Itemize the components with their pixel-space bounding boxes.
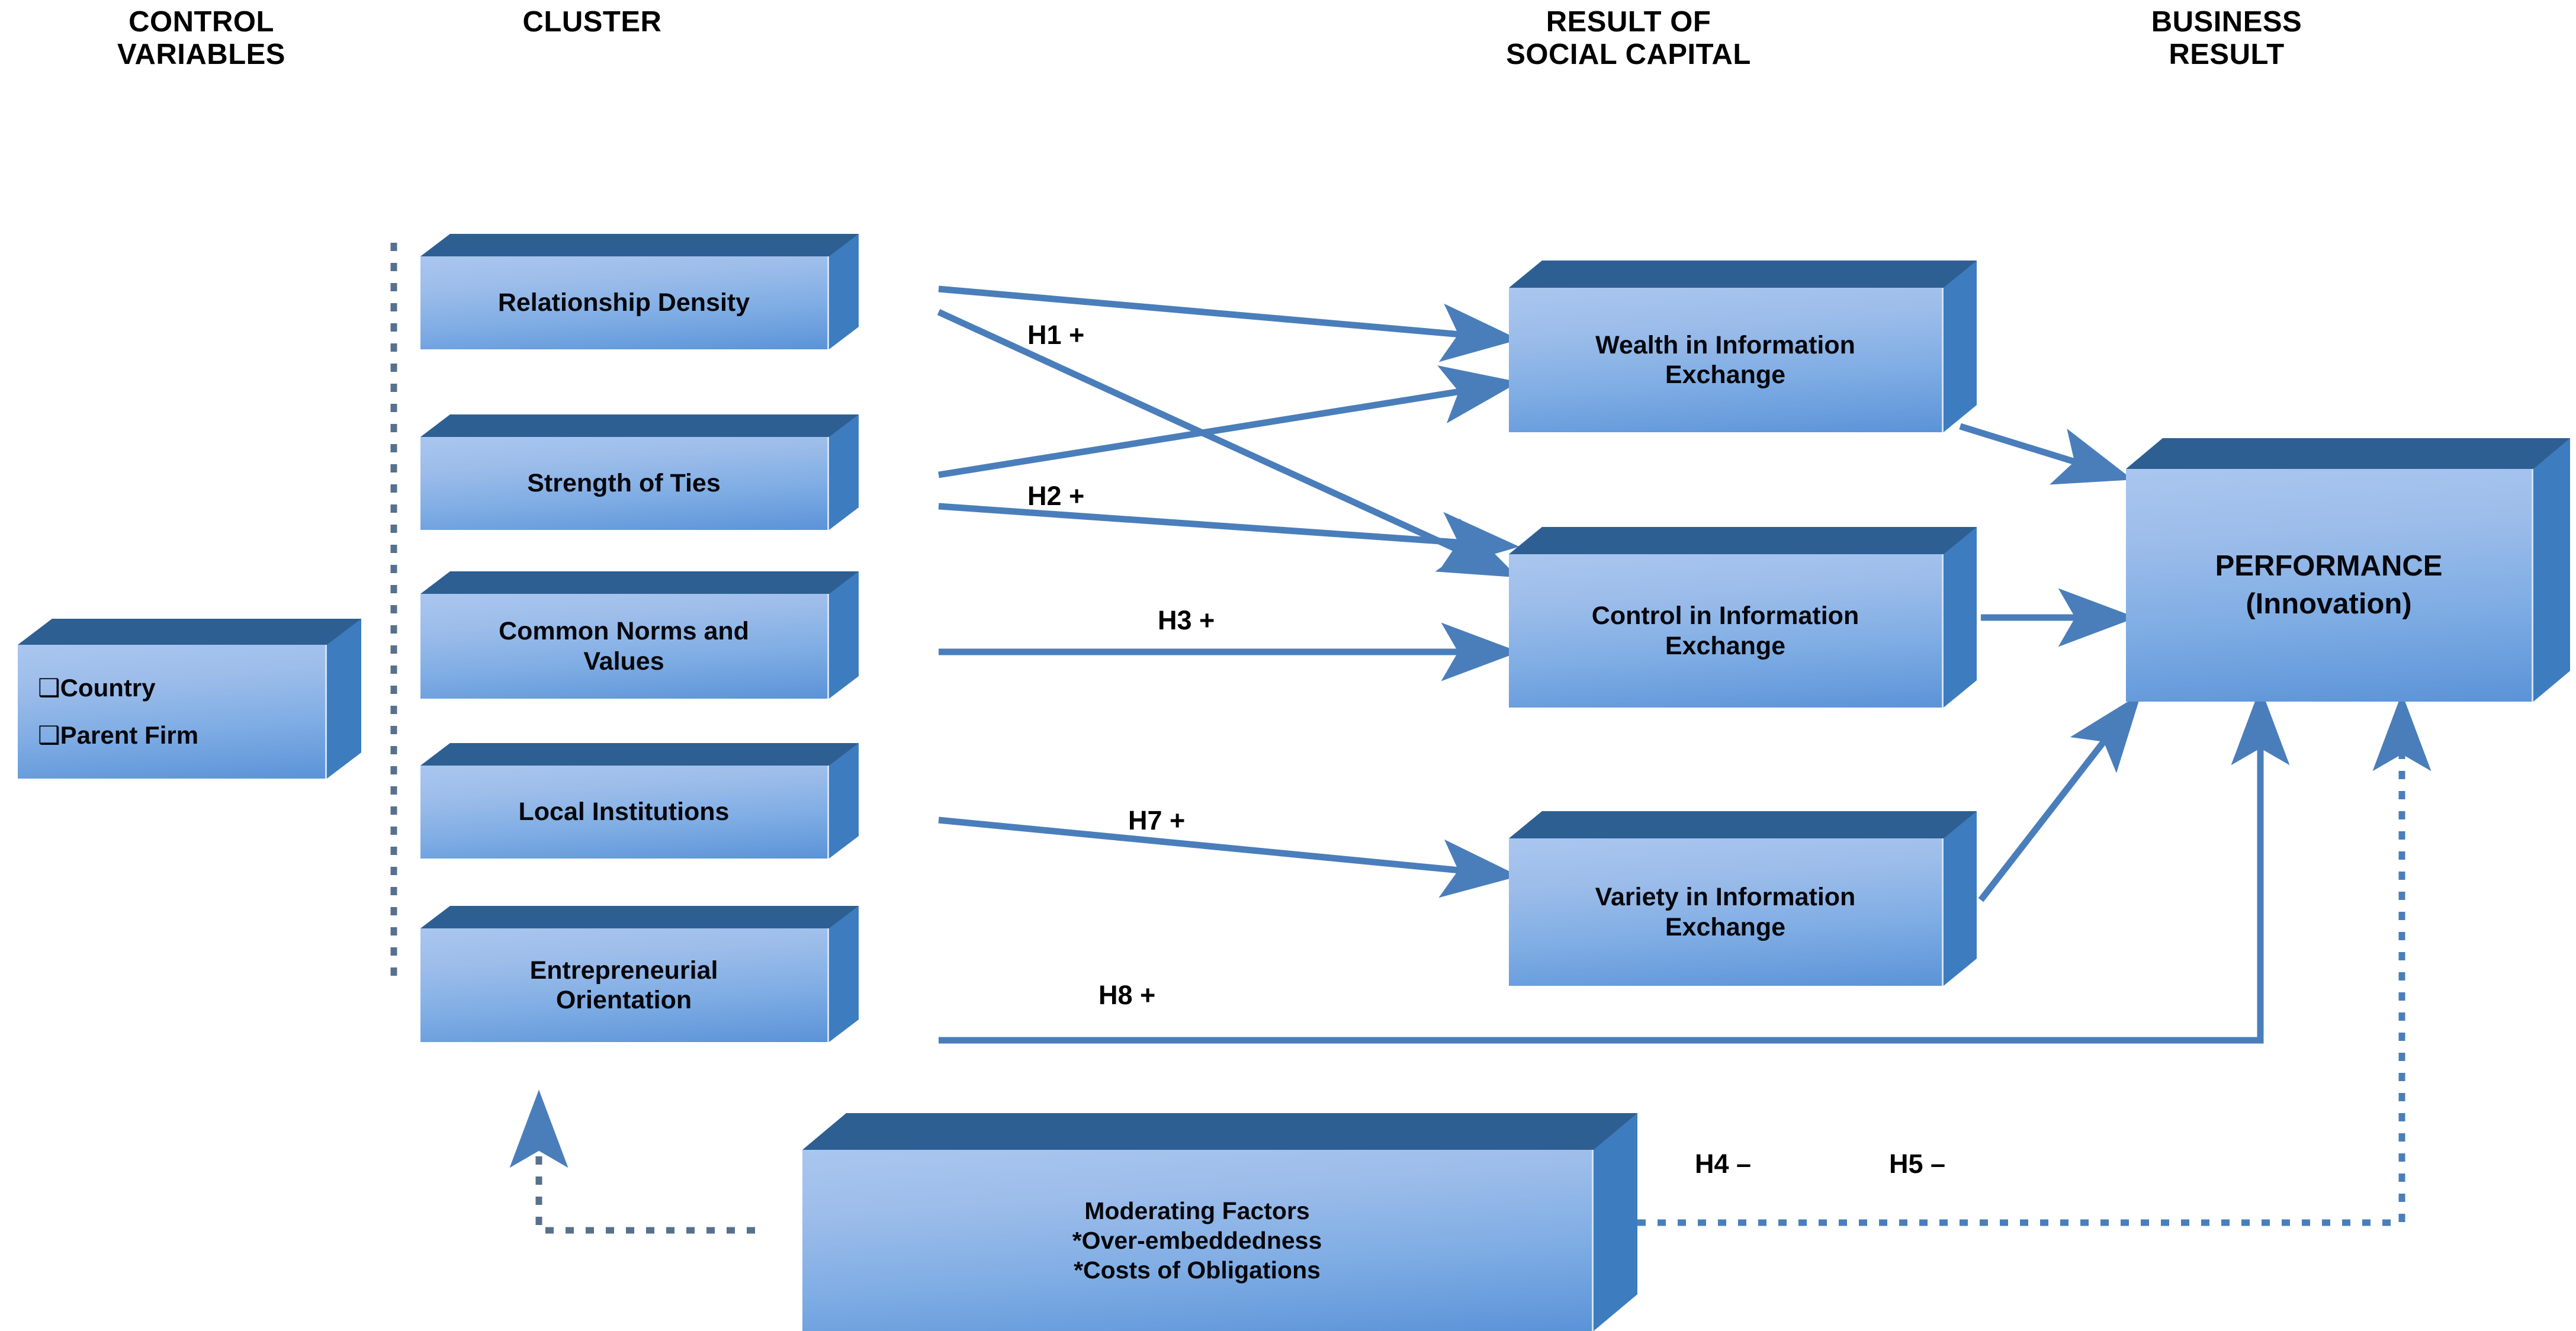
box-front-face: Local Institutions	[420, 766, 829, 859]
hypothesis-label-h8: H8 +	[1099, 980, 1156, 1010]
box-top-face	[1509, 261, 1977, 432]
column-heading-result-of-social-capital: RESULT OF SOCIAL CAPITAL	[1506, 6, 1751, 70]
column-heading-control-variables: CONTROL VARIABLES	[117, 6, 285, 70]
box-strength-of-ties[interactable]: Strength of Ties	[420, 414, 859, 530]
hypothesis-label-h2: H2 +	[1027, 481, 1085, 511]
box-label: Wealth in Information Exchange	[1595, 330, 1855, 389]
box-top-face	[420, 571, 859, 699]
box-front-face: Entrepreneurial Orientation	[420, 928, 829, 1042]
box-front-face: Strength of Ties	[420, 437, 829, 530]
box-front-face: Common Norms and Values	[420, 594, 829, 699]
dotted-arrow-moderating-to-cluster	[509, 1089, 755, 1234]
box-top-face	[2126, 438, 2570, 702]
box-label: Relationship Density	[497, 288, 750, 317]
box-top-face	[420, 414, 859, 530]
arrow-h7	[938, 816, 1520, 898]
box-local-institutions[interactable]: Local Institutions	[420, 743, 859, 859]
box-front-face: PERFORMANCE (Innovation)	[2126, 469, 2533, 702]
box-front-face: Moderating Factors *Over-embeddedness *C…	[802, 1150, 1594, 1331]
box-top-face	[420, 234, 859, 349]
box-label: Entrepreneurial Orientation	[529, 956, 718, 1014]
dotted-arrow-moderating-to-performance	[1637, 693, 2432, 1226]
box-variety-in-information-exchange[interactable]: Variety in Information Exchange	[1509, 811, 1977, 986]
box-performance[interactable]: PERFORMANCE (Innovation)	[2126, 438, 2570, 702]
arrow-h2	[938, 365, 1520, 478]
hypothesis-label-h7: H7 +	[1128, 805, 1186, 835]
box-front-face: ❑Country ❑Parent Firm	[18, 645, 327, 779]
box-top-face	[18, 619, 361, 779]
box-moderating-factors[interactable]: Moderating Factors *Over-embeddedness *C…	[802, 1113, 1637, 1331]
box-top-face	[802, 1113, 1637, 1331]
box-common-norms-and-values[interactable]: Common Norms and Values	[420, 571, 859, 699]
column-heading-cluster: CLUSTER	[522, 6, 662, 38]
box-front-face: Wealth in Information Exchange	[1509, 288, 1944, 432]
box-label: Strength of Ties	[527, 469, 721, 498]
box-front-face: Variety in Information Exchange	[1509, 838, 1944, 986]
box-front-face: Relationship Density	[420, 256, 829, 349]
box-control-variables[interactable]: ❑Country ❑Parent Firm	[18, 619, 361, 779]
box-relationship-density[interactable]: Relationship Density	[420, 234, 859, 349]
arrow-h1	[938, 285, 1520, 362]
box-entrepreneurial-orientation[interactable]: Entrepreneurial Orientation	[420, 906, 859, 1042]
box-top-face	[420, 743, 859, 859]
box-label: Common Norms and Values	[499, 617, 749, 676]
box-top-face	[1509, 527, 1977, 708]
arrow-h8	[939, 687, 2290, 1044]
box-label: Control in Information Exchange	[1591, 602, 1859, 660]
box-top-face	[1509, 811, 1977, 986]
box-top-face	[420, 906, 859, 1042]
hypothesis-label-h5: H5 –	[1889, 1149, 1946, 1179]
box-label: ❑Country ❑Parent Firm	[38, 674, 199, 749]
arrow-strength-of-ties-to-control	[938, 503, 1520, 571]
hypothesis-label-h3: H3 +	[1158, 605, 1215, 635]
box-wealth-in-information-exchange[interactable]: Wealth in Information Exchange	[1509, 261, 1977, 432]
hypothesis-label-h1: H1 +	[1027, 320, 1085, 350]
box-label: Moderating Factors *Over-embeddedness *C…	[1072, 1197, 1322, 1284]
column-heading-business-result: BUSINESS RESULT	[2151, 6, 2302, 70]
box-label: PERFORMANCE (Innovation)	[2215, 549, 2443, 620]
arrow-relationship-density-to-control	[937, 308, 1519, 578]
box-label: Variety in Information Exchange	[1595, 883, 1856, 941]
box-label: Local Institutions	[518, 798, 730, 827]
arrow-variety-to-performance	[1978, 693, 2141, 902]
box-front-face: Control in Information Exchange	[1509, 554, 1944, 708]
hypothesis-label-h4: H4 –	[1695, 1149, 1752, 1179]
arrow-wealth-to-performance	[1959, 423, 2133, 485]
box-control-in-information-exchange[interactable]: Control in Information Exchange	[1509, 527, 1977, 708]
